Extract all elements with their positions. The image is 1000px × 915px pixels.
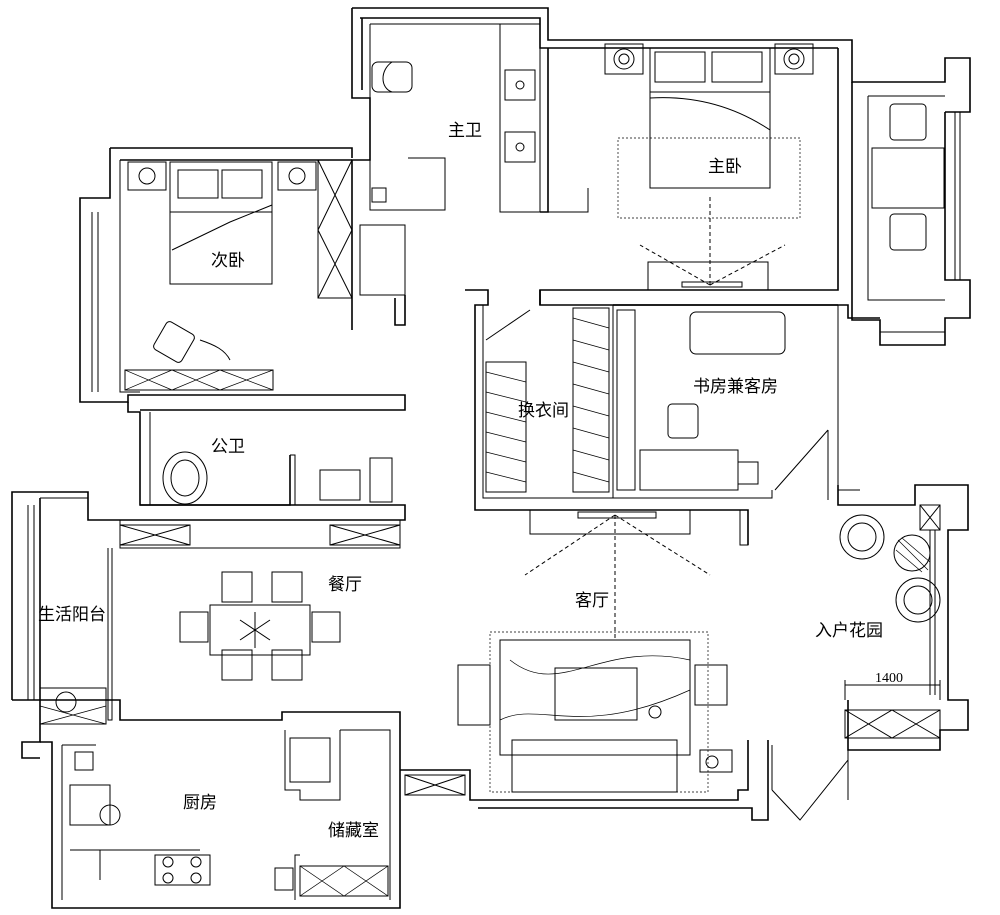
master-bed	[604, 43, 814, 219]
sofa-set	[457, 631, 733, 793]
label-master-bedroom: 主卧	[708, 157, 742, 177]
room-labels: 主卫 主卧 次卧 公卫 换衣间 书房兼客房 餐厅 客厅 生活阳台 入户花园 厨房…	[38, 121, 903, 841]
public-bath-fixtures	[162, 451, 393, 505]
label-dressing-room: 换衣间	[518, 401, 569, 421]
label-master-bath: 主卫	[448, 121, 482, 141]
label-study-guest-room: 书房兼客房	[693, 377, 778, 397]
label-kitchen: 厨房	[183, 793, 217, 813]
dimension-line	[844, 680, 941, 700]
storage-cabinet	[274, 865, 389, 897]
kitchen-fixtures	[69, 737, 331, 886]
tv-wall	[524, 509, 711, 640]
master-bedroom-tv-unit	[639, 195, 786, 291]
second-bed	[127, 161, 317, 285]
label-entrance-garden: 入户花园	[815, 621, 883, 641]
dressing-wardrobes	[485, 307, 610, 493]
label-living-room: 客厅	[575, 591, 609, 611]
second-bedroom-desk	[124, 321, 274, 391]
walls	[11, 7, 971, 909]
label-second-bedroom: 次卧	[211, 251, 245, 271]
balcony-table-chairs	[871, 103, 945, 251]
dining-set	[179, 571, 341, 681]
label-public-bath: 公卫	[211, 437, 245, 457]
label-utility-balcony: 生活阳台	[38, 605, 106, 625]
label-dining-room: 餐厅	[328, 575, 362, 595]
dimension-entrance-garden-width: 1400	[875, 671, 903, 686]
master-bath-fixtures	[371, 61, 536, 203]
label-storage-room: 储藏室	[328, 821, 379, 841]
washing-machine	[39, 687, 107, 725]
entrance-garden-furniture	[839, 514, 941, 623]
study-furniture	[616, 309, 829, 500]
